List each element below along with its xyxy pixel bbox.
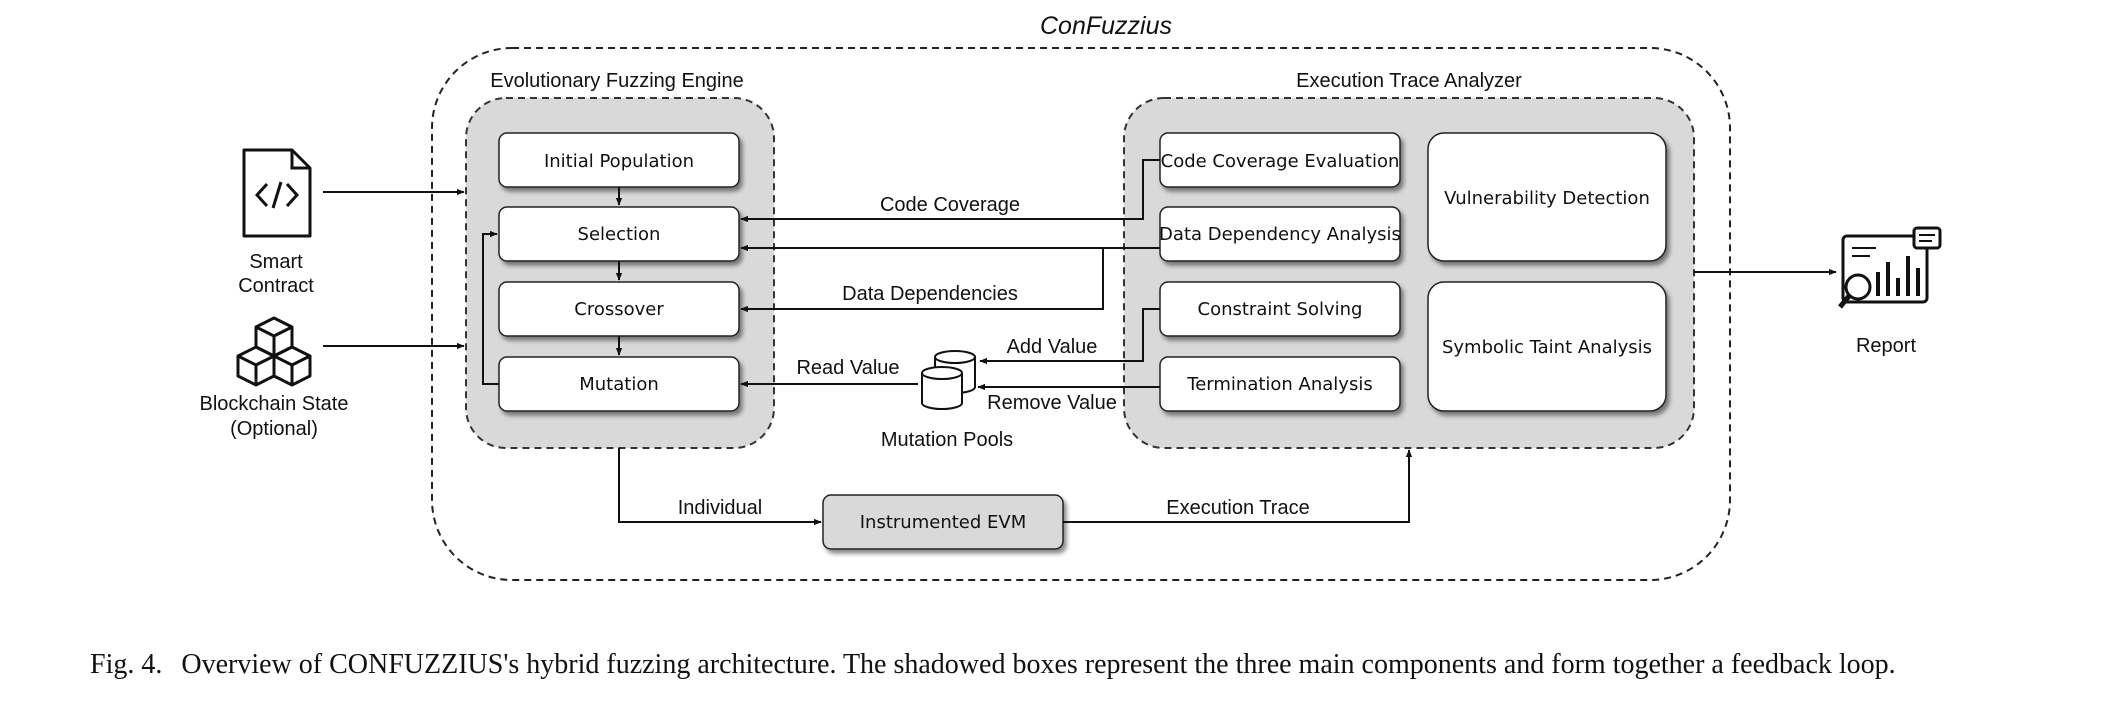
loop-mutation-to-selection — [482, 230, 499, 385]
figure-number: Fig. 4. — [90, 649, 163, 680]
edge-individual — [618, 448, 822, 526]
selection-label: Selection — [578, 224, 661, 245]
edge-add-value — [979, 308, 1160, 365]
edge-label-execution-trace: Execution Trace — [1166, 497, 1309, 519]
mutation-label: Mutation — [579, 374, 659, 395]
symbolic-taint-analysis-label: Symbolic Taint Analysis — [1442, 337, 1652, 358]
trace-analyzer-title: Execution Trace Analyzer — [1296, 70, 1522, 92]
edge-label-remove-value: Remove Value — [987, 392, 1117, 414]
data-dependency-analysis-label: Data Dependency Analysis — [1159, 224, 1401, 245]
instrumented-evm-label: Instrumented EVM — [860, 512, 1026, 533]
edge-label-code-coverage: Code Coverage — [880, 194, 1020, 216]
report-chart-icon — [1838, 226, 1942, 309]
figure-caption: Fig. 4. Overview of CONFUZZIUS's hybrid … — [90, 648, 2050, 682]
symbolic-taint-analysis-box — [1427, 281, 1667, 412]
edge-label-add-value: Add Value — [1007, 336, 1098, 358]
blockchain-cubes-icon — [236, 316, 312, 387]
smart-contract-label-line1: Smart — [249, 251, 303, 273]
confuzzius-title: ConFuzzius — [1040, 12, 1172, 40]
confuzzius-boundary — [431, 47, 1731, 581]
smart-contract-icon — [242, 148, 312, 238]
edge-execution-trace — [1063, 449, 1413, 523]
code-coverage-evaluation-label: Code Coverage Evaluation — [1161, 151, 1400, 172]
blockchain-state-label-line1: Blockchain State — [200, 393, 349, 415]
fuzzing-engine-title: Evolutionary Fuzzing Engine — [490, 70, 743, 92]
edge-label-data-dependencies: Data Dependencies — [842, 283, 1018, 305]
blockchain-state-label-line2: (Optional) — [230, 418, 318, 440]
architecture-diagram: ConFuzzius Evolutionary Fuzzing Engine I… — [200, 12, 1942, 581]
vulnerability-detection-box — [1427, 132, 1667, 262]
edge-label-individual: Individual — [678, 497, 763, 519]
edge-data-dependencies — [740, 248, 1104, 313]
mutation-pools-database-icon — [921, 350, 976, 410]
initial-population-label: Initial Population — [544, 151, 694, 172]
crossover-label: Crossover — [574, 299, 664, 320]
constraint-solving-label: Constraint Solving — [1198, 299, 1363, 320]
mutation-pools-label: Mutation Pools — [881, 429, 1013, 451]
caption-text: Overview of CONFUZZIUS's hybrid fuzzing … — [181, 649, 1896, 680]
vulnerability-detection-label: Vulnerability Detection — [1444, 188, 1650, 209]
report-label: Report — [1856, 335, 1916, 357]
data-dependency-analysis-box — [1159, 206, 1401, 262]
termination-analysis-box — [1159, 356, 1401, 412]
edge-label-read-value: Read Value — [796, 357, 899, 379]
edge-code-coverage — [740, 159, 1160, 223]
smart-contract-label-line2: Contract — [238, 275, 314, 297]
termination-analysis-label: Termination Analysis — [1186, 374, 1372, 395]
